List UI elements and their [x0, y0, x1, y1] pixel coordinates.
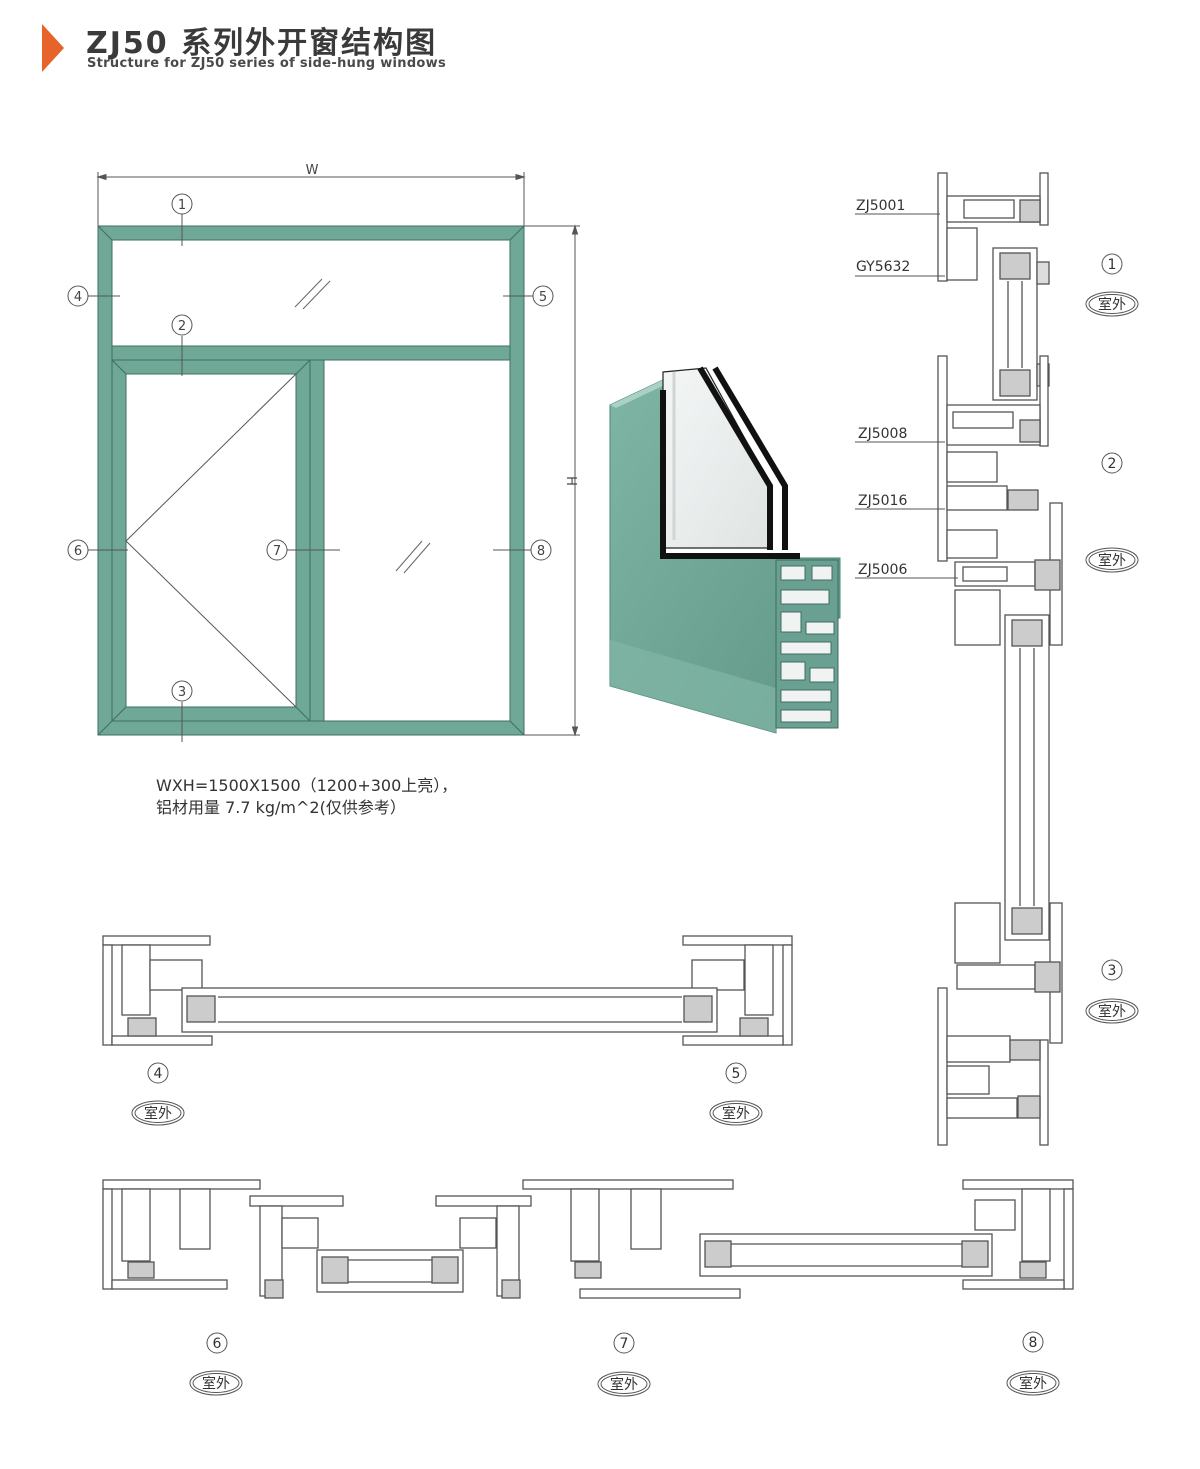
profile-labels: ZJ5001 GY5632 ZJ5008 ZJ5016 ZJ5006 [856, 198, 910, 578]
svg-text:4: 4 [74, 290, 82, 305]
profile-leaders [855, 213, 958, 579]
svg-text:3: 3 [1108, 963, 1117, 979]
section-marker-2: 2 [1101, 452, 1123, 474]
section-marker-7: 7 [613, 1332, 635, 1354]
label-zj5006: ZJ5006 [858, 562, 907, 578]
spec-material-usage: 铝材用量 7.7 kg/m^2(仅供参考） [156, 798, 406, 817]
mullion-bar [309, 359, 325, 722]
profile-zj5008-section [937, 355, 1049, 562]
horizontal-section-4-5 [102, 935, 793, 1046]
svg-text:4: 4 [154, 1066, 163, 1082]
label-zj5016: ZJ5016 [858, 493, 907, 509]
svg-text:5: 5 [539, 290, 547, 305]
section-markers: 1 2 3 4 5 6 7 8 [147, 253, 1123, 1354]
profile-3d-render [609, 366, 841, 734]
svg-text:6: 6 [213, 1336, 222, 1352]
transom-bar [111, 345, 511, 361]
section-marker-3: 3 [1101, 959, 1123, 981]
section-marker-8: 8 [1022, 1331, 1044, 1353]
svg-text:5: 5 [732, 1066, 741, 1082]
svg-text:3: 3 [178, 685, 186, 700]
outdoor-badges: 室外 室外 室外 室外 室外 室外 室外 [131, 291, 1139, 1397]
horizontal-section-6-7-8 [102, 1179, 1074, 1299]
svg-text:1: 1 [1108, 257, 1117, 273]
marker-3: 3 [171, 680, 193, 702]
svg-text:1: 1 [178, 198, 186, 213]
svg-text:室外: 室外 [202, 1375, 230, 1392]
height-label: H [563, 476, 578, 486]
marker-8: 8 [530, 539, 552, 561]
bottom-sash-section [954, 902, 1063, 1044]
width-label: W [306, 163, 319, 178]
svg-text:室外: 室外 [1098, 296, 1126, 313]
marker-6: 6 [67, 539, 89, 561]
header-arrow-icon [42, 24, 64, 72]
label-gy5632: GY5632 [856, 259, 910, 275]
section-marker-6: 6 [206, 1332, 228, 1354]
section-marker-4: 4 [147, 1062, 169, 1084]
svg-text:8: 8 [537, 544, 545, 559]
svg-text:7: 7 [273, 544, 281, 559]
svg-text:室外: 室外 [1098, 552, 1126, 569]
main-glass-unit [1004, 614, 1050, 941]
svg-text:6: 6 [74, 544, 82, 559]
profile-zj5006-section [954, 559, 1061, 646]
width-dimension [96, 172, 526, 226]
specification-text: WXH=1500X1500（1200+300上亮）， 铝材用量 7.7 kg/m… [156, 775, 457, 819]
label-zj5008: ZJ5008 [858, 426, 907, 442]
elevation-markers: 1 4 5 2 6 7 8 3 [67, 193, 554, 702]
top-glass-unit [992, 247, 1050, 401]
bottom-frame-section [937, 987, 1049, 1146]
label-zj5001: ZJ5001 [856, 198, 905, 214]
glass-hatch-marks [294, 278, 431, 574]
outdoor-badge-3: 室外 [1085, 998, 1139, 1024]
svg-text:室外: 室外 [1098, 1003, 1126, 1020]
marker-7: 7 [266, 539, 288, 561]
outdoor-badge-8: 室外 [1006, 1370, 1060, 1396]
page-header: ZJ50 系列外开窗结构图 Structure for ZJ50 series … [42, 18, 642, 78]
svg-text:室外: 室外 [722, 1105, 750, 1122]
svg-text:室外: 室外 [144, 1105, 172, 1122]
section-marker-5: 5 [725, 1062, 747, 1084]
svg-text:室外: 室外 [610, 1376, 638, 1393]
outdoor-badge-5: 室外 [709, 1100, 763, 1126]
opening-direction-lines [125, 373, 297, 708]
sash-miters [111, 359, 311, 722]
window-elevation: W H [67, 163, 580, 742]
outdoor-badge-1: 室外 [1085, 291, 1139, 317]
marker-2: 2 [171, 314, 193, 336]
page-title: ZJ50 系列外开窗结构图 [86, 26, 438, 61]
svg-text:2: 2 [1108, 456, 1117, 472]
svg-text:7: 7 [620, 1336, 629, 1352]
outdoor-badge-6: 室外 [189, 1370, 243, 1396]
outdoor-badge-7: 室外 [597, 1371, 651, 1397]
svg-text:2: 2 [178, 319, 186, 334]
spec-dimensions: WXH=1500X1500（1200+300上亮）， [156, 776, 458, 795]
svg-text:室外: 室外 [1019, 1375, 1047, 1392]
marker-4: 4 [67, 285, 89, 307]
section-marker-1: 1 [1101, 253, 1123, 275]
outdoor-badge-4: 室外 [131, 1100, 185, 1126]
page-subtitle: Structure for ZJ50 series of side-hung w… [87, 56, 447, 71]
vertical-section [937, 172, 1063, 1146]
marker-5: 5 [532, 285, 554, 307]
height-dimension [524, 224, 580, 737]
frame-miters [97, 225, 525, 736]
svg-text:8: 8 [1029, 1335, 1038, 1351]
outdoor-badge-2: 室外 [1085, 547, 1139, 573]
marker-1: 1 [171, 193, 193, 215]
marker-leaders [88, 214, 533, 742]
profile-zj5001-section [937, 172, 1049, 282]
